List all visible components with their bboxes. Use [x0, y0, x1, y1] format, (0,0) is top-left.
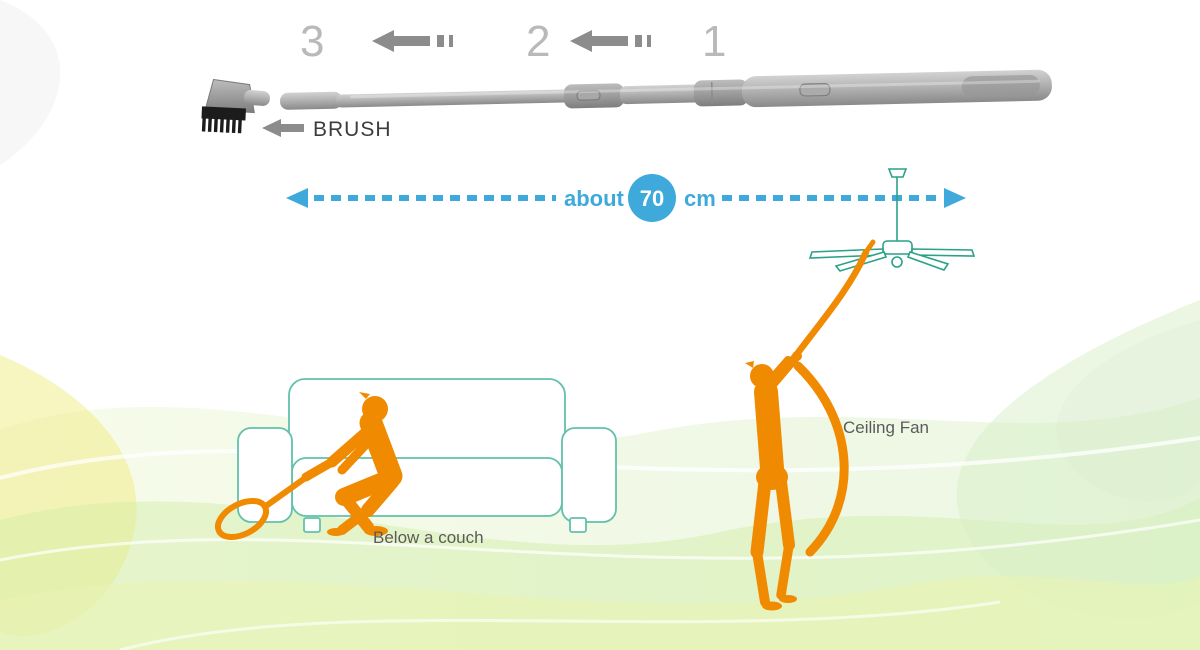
measurement-value-badge — [628, 174, 676, 222]
measurement-unit: cm — [684, 186, 716, 211]
measurement-value: 70 — [640, 186, 664, 211]
step-number-2: 2 — [526, 17, 550, 66]
telescopic-wand-illustration — [201, 69, 1052, 134]
wand-section-3 — [336, 89, 571, 108]
brush-attachment — [201, 78, 270, 134]
vacuum-hose — [793, 361, 849, 557]
brush-bristles — [201, 106, 246, 134]
step-number-3: 3 — [300, 17, 324, 66]
vacuum-wand-raised — [790, 248, 870, 362]
slide-left-arrow-icon — [570, 30, 651, 52]
fan-scene-label: Ceiling Fan — [843, 418, 929, 437]
wand-connector-a — [563, 83, 625, 109]
arrowhead-right-icon — [944, 188, 966, 208]
vacuum-loop-head — [214, 497, 270, 541]
arrowhead-left-icon — [286, 188, 308, 208]
brush-label: BRUSH — [313, 118, 392, 141]
measurement-prefix: about — [564, 186, 625, 211]
slide-left-arrow-icon — [372, 30, 453, 52]
person-reaching-silhouette — [745, 239, 876, 611]
wand-tip — [280, 91, 343, 110]
wand-connector-b — [693, 79, 749, 107]
wand-section-2 — [619, 84, 701, 105]
couch-illustration — [237, 378, 617, 533]
person-crouching-silhouette — [214, 392, 403, 541]
couch-scene-label: Below a couch — [373, 528, 484, 547]
brush-arrow-icon — [262, 119, 304, 137]
ceiling-fan-illustration — [808, 168, 976, 272]
step-number-1: 1 — [702, 17, 726, 66]
vacuum-wand-under-couch — [263, 473, 311, 509]
wand-section-1 — [349, 69, 1052, 108]
measurement-arrow: about 70 cm — [286, 174, 966, 222]
